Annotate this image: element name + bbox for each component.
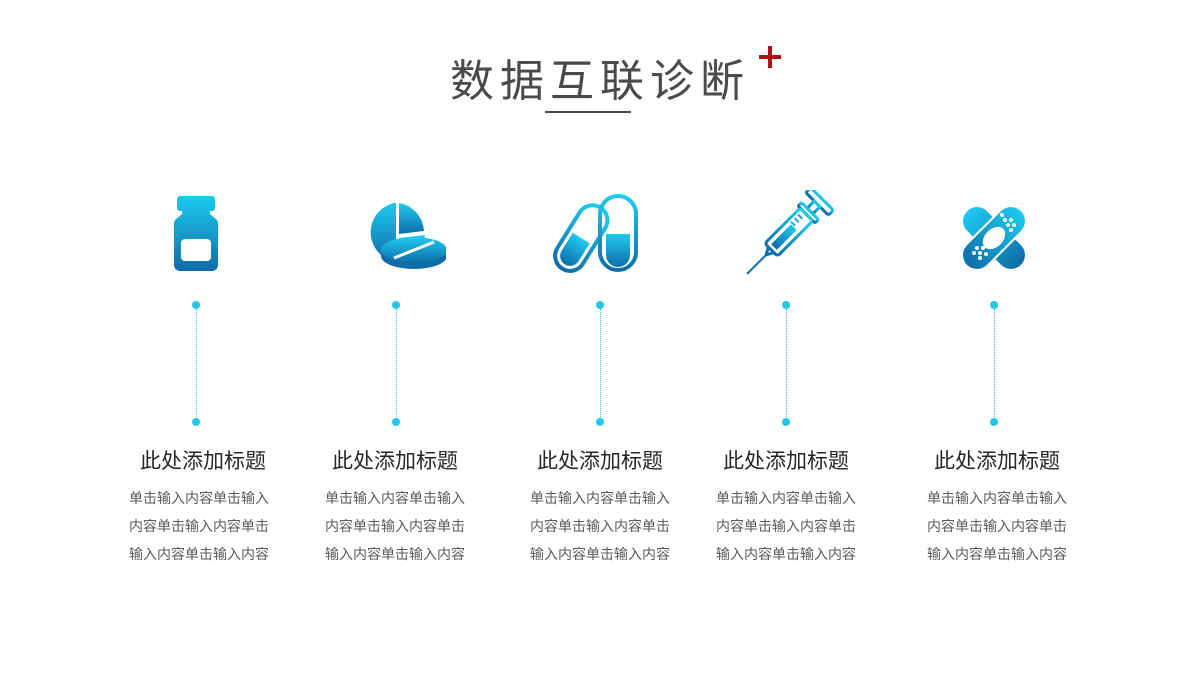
column-heading: 此处添加标题 (140, 449, 266, 473)
tablets-icon (346, 190, 446, 285)
timeline-dot-bottom (782, 418, 790, 426)
timeline-dot-top (392, 301, 400, 309)
column-heading: 此处添加标题 (934, 449, 1060, 473)
column-body: 单击输入内容单击输入 内容单击输入内容单击 输入内容单击输入内容 (500, 485, 700, 569)
body-line: 单击输入内容单击输入 (325, 491, 465, 507)
timeline-dot-top (596, 301, 604, 309)
column-3: 此处添加标题 单击输入内容单击输入 内容单击输入内容单击 输入内容单击输入内容 (500, 0, 700, 675)
column-1: 此处添加标题 单击输入内容单击输入 内容单击输入内容单击 输入内容单击输入内容 (96, 0, 296, 675)
column-4: 此处添加标题 单击输入内容单击输入 内容单击输入内容单击 输入内容单击输入内容 (686, 0, 886, 675)
timeline-dot-top (782, 301, 790, 309)
capsules-icon (550, 190, 650, 285)
syringe-icon (736, 190, 836, 285)
body-line: 单击输入内容单击输入 (716, 491, 856, 507)
title-part-1: 数据 (450, 56, 550, 107)
plus-icon (759, 46, 781, 68)
body-line: 输入内容单击输入内容 (325, 547, 465, 563)
body-line: 单击输入内容单击输入 (530, 491, 670, 507)
timeline-dot-bottom (192, 418, 200, 426)
slide-header: 数据互联诊断 (0, 52, 1200, 112)
body-line: 输入内容单击输入内容 (716, 547, 856, 563)
timeline-line (599, 309, 601, 419)
column-body: 单击输入内容单击输入 内容单击输入内容单击 输入内容单击输入内容 (686, 485, 886, 569)
body-line: 内容单击输入内容单击 (927, 519, 1067, 535)
body-line: 单击输入内容单击输入 (927, 491, 1067, 507)
title-part-3: 诊断 (650, 56, 750, 107)
timeline-line (993, 309, 995, 419)
column-heading: 此处添加标题 (332, 449, 458, 473)
bandage-icon (944, 190, 1044, 285)
body-line: 输入内容单击输入内容 (927, 547, 1067, 563)
title-part-2-underlined: 互联 (550, 56, 650, 107)
body-line: 单击输入内容单击输入 (129, 491, 269, 507)
body-line: 输入内容单击输入内容 (530, 547, 670, 563)
title-underline (545, 111, 631, 113)
timeline-line (785, 309, 787, 419)
body-line: 内容单击输入内容单击 (325, 519, 465, 535)
timeline-line (195, 309, 197, 419)
column-heading: 此处添加标题 (723, 449, 849, 473)
medicine-bottle-icon (146, 190, 246, 285)
timeline-dot-bottom (392, 418, 400, 426)
column-body: 单击输入内容单击输入 内容单击输入内容单击 输入内容单击输入内容 (897, 485, 1097, 569)
column-body: 单击输入内容单击输入 内容单击输入内容单击 输入内容单击输入内容 (99, 485, 299, 569)
timeline-dot-top (192, 301, 200, 309)
body-line: 内容单击输入内容单击 (716, 519, 856, 535)
body-line: 输入内容单击输入内容 (129, 547, 269, 563)
column-body: 单击输入内容单击输入 内容单击输入内容单击 输入内容单击输入内容 (295, 485, 495, 569)
timeline-dot-bottom (990, 418, 998, 426)
timeline-dot-top (990, 301, 998, 309)
body-line: 内容单击输入内容单击 (129, 519, 269, 535)
body-line: 内容单击输入内容单击 (530, 519, 670, 535)
page-title: 数据互联诊断 (450, 52, 750, 112)
column-heading: 此处添加标题 (537, 449, 663, 473)
timeline-line (395, 309, 397, 419)
column-5: 此处添加标题 单击输入内容单击输入 内容单击输入内容单击 输入内容单击输入内容 (894, 0, 1094, 675)
column-2: 此处添加标题 单击输入内容单击输入 内容单击输入内容单击 输入内容单击输入内容 (296, 0, 496, 675)
timeline-dot-bottom (596, 418, 604, 426)
